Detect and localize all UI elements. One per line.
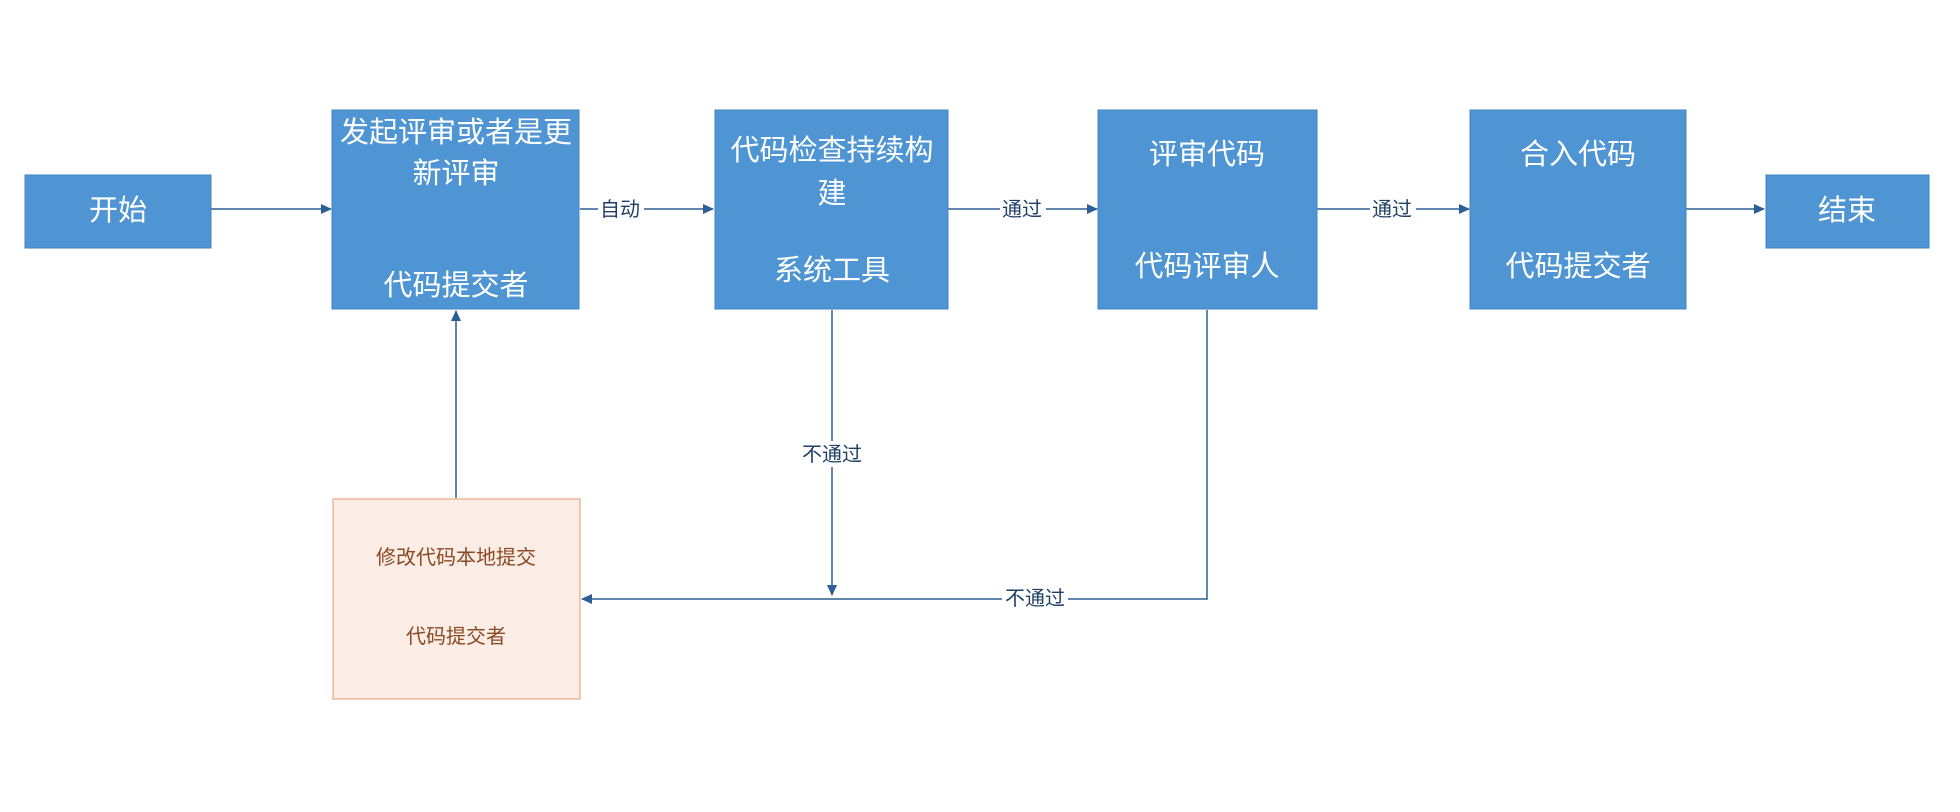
edge-labels: 自动 通过 通过 不通过 不通过 <box>598 197 1416 612</box>
edge-label-fail-review: 不通过 <box>1005 586 1065 610</box>
node-merge-code: 合入代码 代码提交者 <box>1469 109 1687 310</box>
node-code-check-line1: 代码检查持续构 <box>730 133 933 167</box>
node-submit-review-role: 代码提交者 <box>383 268 528 302</box>
node-merge-code-role: 代码提交者 <box>1505 249 1650 283</box>
edge-label-pass-1: 通过 <box>1002 197 1042 221</box>
node-submit-review: 发起评审或者是更 新评审 代码提交者 <box>331 109 580 310</box>
node-submit-review-line1: 发起评审或者是更 <box>340 115 572 149</box>
node-submit-review-line2: 新评审 <box>412 156 499 190</box>
edge-label-pass-2: 通过 <box>1372 197 1412 221</box>
edge-label-auto: 自动 <box>600 197 640 221</box>
node-code-check-line2: 建 <box>817 176 846 210</box>
node-review-code: 评审代码 代码评审人 <box>1097 109 1318 310</box>
node-review-code-role: 代码评审人 <box>1134 249 1279 283</box>
node-start-label: 开始 <box>89 193 147 227</box>
node-merge-code-title: 合入代码 <box>1520 137 1636 171</box>
node-review-code-title: 评审代码 <box>1149 137 1265 171</box>
node-modify-code-role: 代码提交者 <box>406 624 506 648</box>
node-end-label: 结束 <box>1818 193 1876 227</box>
node-modify-code: 修改代码本地提交 代码提交者 <box>332 498 581 700</box>
edge-label-fail-check: 不通过 <box>802 442 862 466</box>
node-start: 开始 <box>24 174 212 249</box>
node-modify-code-title: 修改代码本地提交 <box>376 545 536 569</box>
node-code-check-role: 系统工具 <box>774 253 890 287</box>
node-end: 结束 <box>1765 174 1930 249</box>
edge-review-fail <box>581 310 1208 604</box>
node-code-check: 代码检查持续构 建 系统工具 <box>714 109 949 310</box>
